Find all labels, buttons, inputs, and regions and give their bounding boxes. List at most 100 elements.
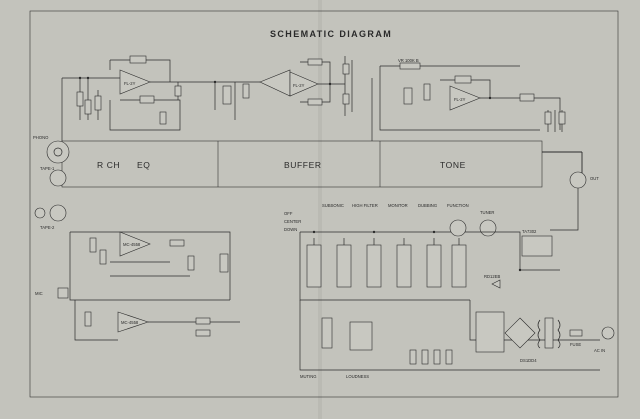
resistor bbox=[454, 75, 472, 84]
tape2-jack bbox=[49, 204, 67, 222]
legend-center: CENTER bbox=[284, 219, 301, 224]
mic-jack bbox=[57, 287, 69, 299]
opamp-5 bbox=[117, 311, 149, 333]
resistor bbox=[94, 95, 102, 111]
switch-function-1 bbox=[426, 244, 442, 288]
svg-text:VR 100K B: VR 100K B bbox=[398, 58, 419, 63]
resistor bbox=[307, 58, 323, 66]
tone-section: VR 100K B FL-2Y bbox=[371, 58, 566, 141]
svg-text:AC IN: AC IN bbox=[594, 348, 605, 353]
ac-plug bbox=[601, 326, 615, 340]
svg-text:MC-4558: MC-4558 bbox=[121, 320, 139, 325]
svg-text:RD12EB: RD12EB bbox=[484, 274, 500, 279]
resistor bbox=[307, 98, 323, 106]
capacitor bbox=[433, 349, 441, 365]
input-jacks: PHONO TAPE-1 TAPE-2 MIC bbox=[33, 135, 70, 299]
resistor bbox=[76, 91, 84, 107]
phono-label: PHONO bbox=[33, 135, 49, 140]
switch-legend: SUBSONIC HIGH FILTER MONITOR DUBBING FUN… bbox=[284, 203, 469, 232]
resistor bbox=[242, 83, 250, 99]
resistor bbox=[195, 329, 211, 337]
tone-pot bbox=[403, 87, 413, 105]
fuse bbox=[569, 329, 583, 337]
capacitor bbox=[342, 63, 350, 75]
block-tone: TONE bbox=[440, 160, 466, 170]
switch-subsonic bbox=[306, 244, 322, 288]
tuner-jack bbox=[449, 219, 467, 237]
block-eq-channel: R CH bbox=[97, 160, 120, 170]
switch-monitor bbox=[366, 244, 382, 288]
diagram-title: SCHEMATIC DIAGRAM bbox=[270, 29, 392, 39]
capacitor bbox=[187, 255, 195, 271]
resistor bbox=[139, 95, 155, 104]
out-label: OUT bbox=[590, 176, 599, 181]
switch-dubbing bbox=[396, 244, 412, 288]
mic-label: MIC bbox=[35, 291, 43, 296]
svg-text:TA7302: TA7302 bbox=[522, 229, 537, 234]
capacitor bbox=[342, 93, 350, 105]
transformer-core bbox=[544, 317, 554, 349]
opamp-3 bbox=[449, 85, 481, 111]
resistor bbox=[99, 249, 107, 265]
out-jack bbox=[569, 171, 587, 189]
capacitor bbox=[445, 349, 453, 365]
mic-amplifier: MC-4558 MC-4558 bbox=[69, 231, 240, 341]
eq-section: FL-2Y FL-2Y bbox=[61, 55, 353, 141]
resistor bbox=[544, 111, 552, 125]
svg-text:FL-2Y: FL-2Y bbox=[293, 83, 305, 88]
legend-high-filter: HIGH FILTER bbox=[352, 203, 378, 208]
block-frame bbox=[61, 140, 543, 188]
opamp-4 bbox=[119, 231, 151, 257]
mic-level-pot bbox=[219, 253, 229, 273]
tuner-label: TUNER bbox=[480, 210, 494, 215]
muting-label: MUTING bbox=[300, 374, 317, 379]
tape1-label: TAPE-1 bbox=[40, 166, 55, 171]
legend-function: FUNCTION bbox=[447, 203, 469, 208]
tape2-label: TAPE-2 bbox=[40, 225, 55, 230]
legend-monitor: MONITOR bbox=[388, 203, 408, 208]
power-supply: DS1DD4 FUSE AC IN MUTING LOUDNESS bbox=[299, 300, 615, 379]
resistor bbox=[89, 237, 97, 253]
tuner-jack-2 bbox=[479, 219, 497, 237]
block-eq-name: EQ bbox=[137, 160, 150, 170]
svg-text:MC-4558: MC-4558 bbox=[123, 242, 141, 247]
resistor bbox=[84, 311, 92, 327]
loudness-switch bbox=[349, 321, 373, 351]
tape1-jack bbox=[49, 169, 67, 187]
svg-text:FUSE: FUSE bbox=[570, 342, 581, 347]
ta7302-ic bbox=[521, 235, 553, 257]
sheet-border bbox=[29, 10, 619, 398]
power-regulator bbox=[475, 311, 505, 353]
bridge-rectifier bbox=[504, 317, 536, 349]
svg-text:FL-2Y: FL-2Y bbox=[124, 81, 136, 86]
page-fold bbox=[318, 0, 322, 419]
opamp-2 bbox=[289, 71, 319, 97]
muting-switch bbox=[321, 317, 333, 349]
switch-bank: TUNER bbox=[299, 210, 497, 301]
legend-off: OFF bbox=[284, 211, 293, 216]
phono-jack bbox=[46, 140, 70, 164]
resistor bbox=[169, 239, 185, 247]
resistor bbox=[558, 111, 566, 125]
switch-function-2 bbox=[451, 244, 467, 288]
resistor bbox=[174, 85, 182, 97]
block-band: R CH EQ BUFFER TONE bbox=[61, 140, 583, 188]
capacitor bbox=[519, 93, 535, 102]
tone-pot bbox=[399, 62, 421, 70]
legend-subsonic: SUBSONIC bbox=[322, 203, 344, 208]
svg-text:DS1DD4: DS1DD4 bbox=[520, 358, 537, 363]
diode bbox=[491, 279, 501, 289]
volume-pot bbox=[222, 85, 232, 105]
capacitor bbox=[409, 349, 417, 365]
capacitor bbox=[421, 349, 429, 365]
resistor bbox=[195, 317, 211, 325]
legend-down: DOWN bbox=[284, 227, 297, 232]
output-stage: OUT TA7302 RD12EB bbox=[470, 171, 599, 289]
svg-text:FL-2Y: FL-2Y bbox=[454, 97, 466, 102]
junction-dots bbox=[78, 76, 522, 272]
capacitor bbox=[159, 111, 167, 125]
loudness-label: LOUDNESS bbox=[346, 374, 369, 379]
switch-high-filter bbox=[336, 244, 352, 288]
